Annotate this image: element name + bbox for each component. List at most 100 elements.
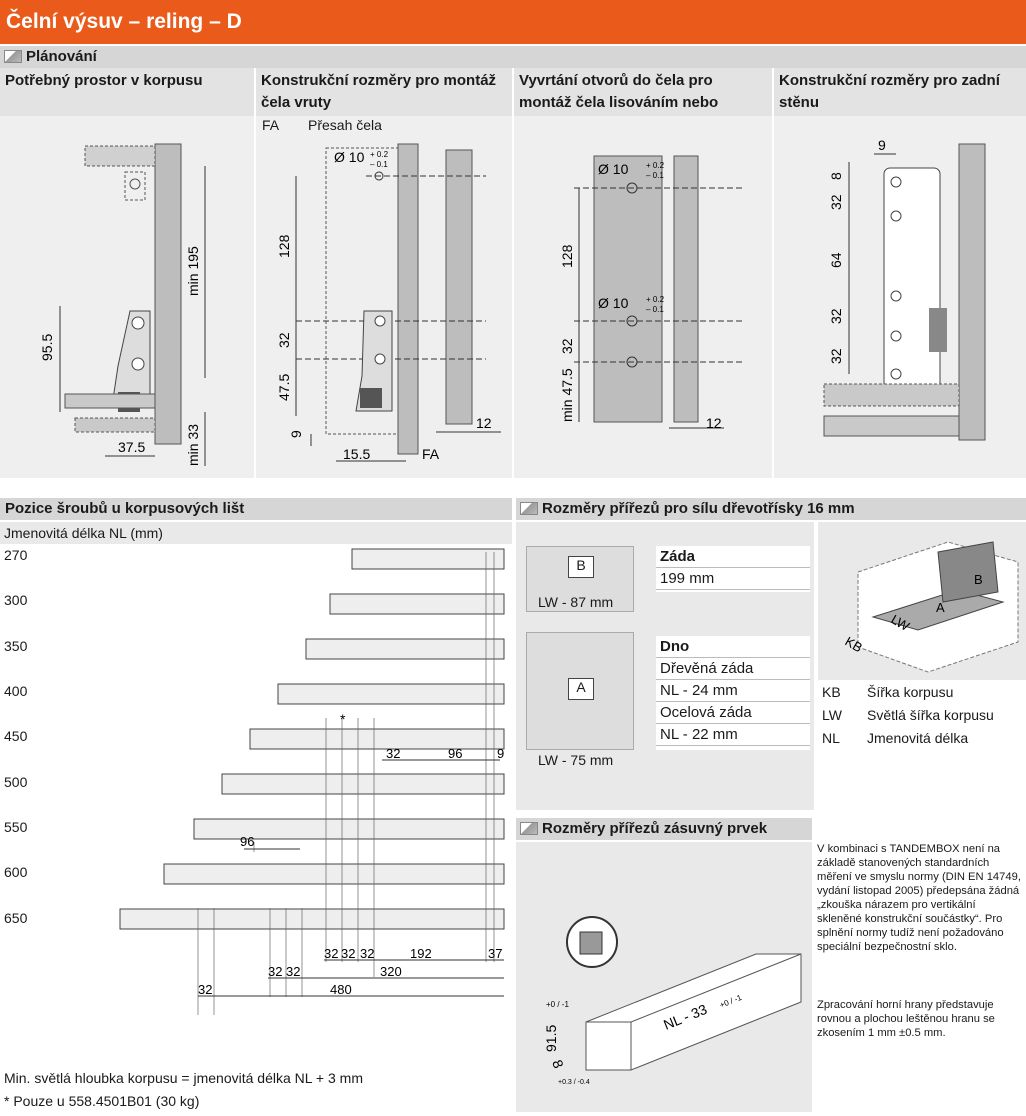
- dim-47-5: 47.5: [276, 374, 292, 401]
- dim-8: 8: [828, 172, 844, 180]
- glass-panel-drawing: 91.5 +0 / -1 NL - 33 +0 / -1 8 +0.3 / -0…: [543, 916, 802, 1086]
- dim-37: 37: [488, 946, 502, 961]
- panel-drilling: Ø 10 + 0.2 – 0.1 Ø 10 + 0.2 – 0.1 128 32…: [514, 116, 772, 478]
- dim-12: 12: [476, 415, 492, 431]
- nominal-length-label: Jmenovitá délka NL (mm): [4, 525, 163, 541]
- hole-diameter-top: Ø 10: [598, 161, 629, 177]
- cutting-heading-text: Rozměry přířezů pro sílu dřevotřísky 16 …: [542, 500, 855, 517]
- dim-fa: FA: [422, 446, 440, 462]
- carcass-isometric: B A LW KB: [818, 522, 1026, 680]
- dim-192: 192: [410, 946, 432, 961]
- panel-screw-mount: FA Přesah čela Ø 10 + 0.2 – 0.1 128 32 4…: [256, 116, 512, 478]
- dim-32-e: 32: [268, 964, 282, 979]
- screw-positions-heading: Pozice šroubů u korpusových lišt: [0, 498, 512, 520]
- legend-kb-key: KB: [822, 684, 841, 700]
- dim-32-lower: 32: [828, 348, 844, 364]
- screw-mount-drawing: Ø 10 + 0.2 – 0.1 128 32 47.5 9 15.5 FA 1…: [276, 143, 501, 462]
- dim-128: 128: [559, 244, 575, 268]
- dim-9: 9: [878, 137, 886, 153]
- dim-32-f: 32: [286, 964, 300, 979]
- drilling-drawing: Ø 10 + 0.2 – 0.1 Ø 10 + 0.2 – 0.1 128 32…: [559, 155, 744, 431]
- legend-nl-key: NL: [822, 730, 840, 746]
- panel-b-name: Záda: [656, 546, 810, 568]
- footnote-star: * Pouze u 558.4501B01 (30 kg): [4, 1093, 200, 1109]
- dim-15-5: 15.5: [343, 446, 370, 462]
- legend-lw-key: LW: [822, 707, 842, 723]
- section-flag-icon: [4, 50, 22, 63]
- fa-description: Přesah čela: [308, 117, 382, 133]
- column-heading-screw-mount: Konstrukční rozměry pro montáž čela vrut…: [256, 68, 512, 116]
- fa-label: FA: [262, 117, 280, 133]
- footnote-depth: Min. světlá hloubka korpusu = jmenovitá …: [4, 1070, 363, 1086]
- panel-a-width: LW - 75 mm: [538, 752, 614, 768]
- length-500: 500: [4, 774, 28, 790]
- iso-letter-b: B: [974, 572, 983, 587]
- panel-b-letter: B: [568, 556, 594, 578]
- hole-mid-tol-plus: + 0.2: [646, 295, 665, 304]
- planning-heading: Plánování: [26, 48, 97, 65]
- dim-thickness-tol: +0.3 / -0.4: [558, 1079, 590, 1086]
- dim-95-5: 95.5: [39, 334, 55, 361]
- column-heading-space: Potřebný prostor v korpusu: [0, 68, 254, 116]
- length-450: 450: [4, 728, 28, 744]
- panel-b-value: 199 mm: [656, 568, 810, 590]
- dim-32-upper: 32: [828, 194, 844, 210]
- star-marker: *: [340, 711, 346, 727]
- edge-processing-note: Zpracování horní hrany představuje rovno…: [817, 999, 995, 1039]
- dim-32: 32: [276, 332, 292, 348]
- hole-mid-tol-minus: – 0.1: [646, 305, 664, 314]
- panel-a-row-1: Dřevěná záda: [656, 658, 810, 680]
- cutting-heading: Rozměry přířezů pro sílu dřevotřísky 16 …: [516, 498, 1026, 520]
- length-650: 650: [4, 910, 28, 926]
- dim-96-a: 96: [448, 746, 462, 761]
- panel-a-row-4: NL - 22 mm: [656, 724, 810, 746]
- dim-320: 320: [380, 964, 402, 979]
- dim-height-tol: +0 / -1: [546, 1000, 569, 1009]
- section-flag-icon: [520, 822, 538, 835]
- length-270: 270: [4, 547, 28, 563]
- dim-32-g: 32: [198, 982, 212, 997]
- iso-letter-a: A: [936, 600, 945, 615]
- dim-thickness: 8: [549, 1058, 567, 1071]
- dim-37-5: 37.5: [118, 439, 145, 455]
- glass-norm-note: V kombinaci s TANDEMBOX není na základě …: [817, 843, 1021, 953]
- dim-32-c: 32: [341, 946, 355, 961]
- required-space-drawing: 95.5 min 195 37.5 min 33: [39, 143, 206, 466]
- hole-tol-minus: – 0.1: [370, 160, 388, 169]
- dim-min-47-5: min 47.5: [559, 368, 575, 422]
- hole-tol-plus: + 0.2: [370, 150, 389, 159]
- hole-top-tol-plus: + 0.2: [646, 161, 665, 170]
- planning-section-header: Plánování: [0, 46, 1026, 68]
- length-350: 350: [4, 638, 28, 654]
- insert-heading: Rozměry přířezů zásuvný prvek: [516, 818, 812, 840]
- screw-rails-drawing: * 32 96 9 96 32 32 32 192 37 32 32 320 3…: [119, 548, 505, 1015]
- dim-32-b: 32: [324, 946, 338, 961]
- panel-required-space: 95.5 min 195 37.5 min 33: [0, 116, 254, 478]
- length-400: 400: [4, 683, 28, 699]
- dim-32: 32: [559, 338, 575, 354]
- column-heading-drilling: Vyvrtání otvorů do čela pro montáž čela …: [514, 68, 772, 133]
- column-heading-back-wall: Konstrukční rozměry pro zadní stěnu: [774, 68, 1026, 116]
- insert-heading-text: Rozměry přířezů zásuvný prvek: [542, 820, 768, 837]
- legend-lw-text: Světlá šířka korpusu: [867, 707, 994, 723]
- dim-9: 9: [288, 430, 304, 438]
- page-title: Čelní výsuv – reling – D: [0, 0, 1026, 44]
- back-wall-drawing: 9 8 32 64 32 32: [823, 137, 986, 441]
- hole-diameter-mid: Ø 10: [598, 295, 629, 311]
- panel-a-row-2: NL - 24 mm: [656, 680, 810, 702]
- cutting-panel: B LW - 87 mm Záda 199 mm A LW - 75 mm Dn…: [516, 522, 814, 810]
- panel-a-row-3: Ocelová záda: [656, 702, 810, 724]
- panel-back-wall: 9 8 32 64 32 32: [774, 116, 1026, 478]
- dim-64: 64: [828, 252, 844, 268]
- dim-32-d: 32: [360, 946, 374, 961]
- panel-a-letter: A: [568, 678, 594, 700]
- legend-kb-text: Šířka korpusu: [867, 684, 954, 700]
- dim-32-a: 32: [386, 746, 400, 761]
- dim-32-middle: 32: [828, 308, 844, 324]
- length-600: 600: [4, 864, 28, 880]
- dim-480: 480: [330, 982, 352, 997]
- hole-top-tol-minus: – 0.1: [646, 171, 664, 180]
- section-flag-icon: [520, 502, 538, 515]
- dim-128: 128: [276, 234, 292, 258]
- insert-panel: 91.5 +0 / -1 NL - 33 +0 / -1 8 +0.3 / -0…: [516, 842, 812, 1112]
